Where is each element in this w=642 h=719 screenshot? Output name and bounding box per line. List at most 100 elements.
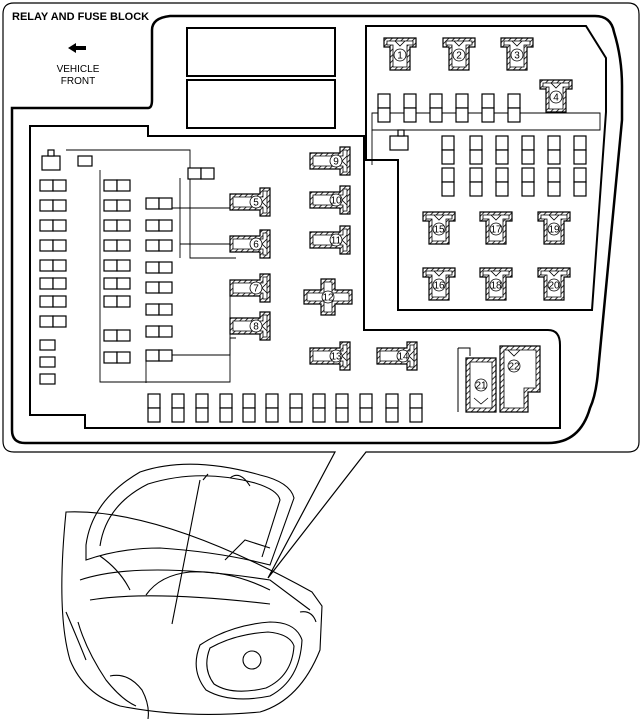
direction-label-line2: FRONT [61, 76, 95, 87]
svg-text:16: 16 [433, 281, 445, 292]
fuse [145, 303, 173, 316]
fuse [242, 393, 256, 423]
svg-text:11: 11 [331, 236, 342, 247]
fuse [187, 167, 215, 180]
fuse-block-outline [10, 14, 624, 445]
fuse [441, 135, 455, 165]
fuse [145, 219, 173, 232]
fuse [359, 393, 373, 423]
fuse [145, 239, 173, 252]
right-relay-subblock [365, 25, 607, 311]
connector [389, 135, 409, 151]
fuse [103, 259, 131, 272]
svg-text:2: 2 [456, 51, 462, 62]
svg-text:13: 13 [330, 352, 342, 363]
fuse [145, 261, 173, 274]
fuse [469, 167, 483, 197]
fuse [103, 219, 131, 232]
fuse [195, 393, 209, 423]
fuse [145, 325, 173, 338]
fuse [145, 349, 173, 362]
fuse [145, 281, 173, 294]
svg-text:17: 17 [490, 225, 502, 236]
fuse [103, 351, 131, 364]
fuse [103, 329, 131, 342]
fuse [39, 239, 67, 252]
svg-text:1: 1 [397, 51, 403, 62]
top-module-box-2 [186, 79, 336, 129]
fuse [481, 93, 495, 123]
svg-text:6: 6 [253, 240, 259, 251]
svg-text:21: 21 [475, 381, 487, 392]
fuse [39, 277, 67, 290]
top-module-box-1 [186, 27, 336, 77]
fuse [103, 199, 131, 212]
svg-text:22: 22 [508, 362, 520, 373]
fuse [39, 179, 67, 192]
fuse [103, 239, 131, 252]
fuse [521, 167, 535, 197]
svg-text:15: 15 [433, 225, 445, 236]
svg-text:5: 5 [253, 198, 259, 209]
connector-tab [47, 149, 55, 157]
fuse [521, 135, 535, 165]
wiring-lines [66, 112, 601, 383]
fuse [507, 93, 521, 123]
svg-text:9: 9 [333, 157, 339, 168]
svg-text:14: 14 [397, 352, 409, 363]
fuse-array [39, 93, 587, 423]
direction-label-line1: VEHICLE [57, 64, 100, 75]
connector [41, 155, 61, 171]
small-fuse [39, 373, 56, 385]
svg-text:8: 8 [253, 322, 259, 333]
fuse [147, 393, 161, 423]
fuse [171, 393, 185, 423]
fuse [39, 295, 67, 308]
svg-text:4: 4 [553, 93, 559, 104]
fuse [103, 277, 131, 290]
fuse [495, 135, 509, 165]
car-engine-bay-illustration [61, 463, 323, 719]
diagram-title: RELAY AND FUSE BLOCK [12, 11, 149, 23]
fuse [377, 93, 391, 123]
svg-text:7: 7 [253, 284, 259, 295]
fuse [335, 393, 349, 423]
fuse [403, 93, 417, 123]
fuse [103, 295, 131, 308]
fuse [409, 393, 423, 423]
fuse [219, 393, 233, 423]
svg-text:12: 12 [322, 293, 334, 304]
fuse [469, 135, 483, 165]
fuse [547, 135, 561, 165]
main-fuse-block [29, 125, 561, 429]
fuse [547, 167, 561, 197]
fuse [495, 167, 509, 197]
fuse [39, 219, 67, 232]
fuse [39, 199, 67, 212]
svg-text:20: 20 [548, 281, 560, 292]
small-fuse [77, 155, 93, 167]
left-arrow-icon [68, 43, 86, 53]
fuse [573, 135, 587, 165]
fuse [385, 393, 399, 423]
fuse [441, 167, 455, 197]
fuse [39, 315, 67, 328]
fuse [103, 179, 131, 192]
fuse [289, 393, 303, 423]
fuse [145, 197, 173, 210]
small-fuse [39, 339, 56, 351]
svg-text:10: 10 [330, 196, 342, 207]
connector-tab [397, 129, 405, 137]
fuse [39, 259, 67, 272]
fuse [312, 393, 326, 423]
small-fuse [39, 356, 56, 368]
fuse [455, 93, 469, 123]
svg-text:3: 3 [514, 51, 520, 62]
fuse [573, 167, 587, 197]
fuse [429, 93, 443, 123]
svg-text:19: 19 [548, 225, 560, 236]
svg-text:18: 18 [490, 281, 502, 292]
fuse [265, 393, 279, 423]
